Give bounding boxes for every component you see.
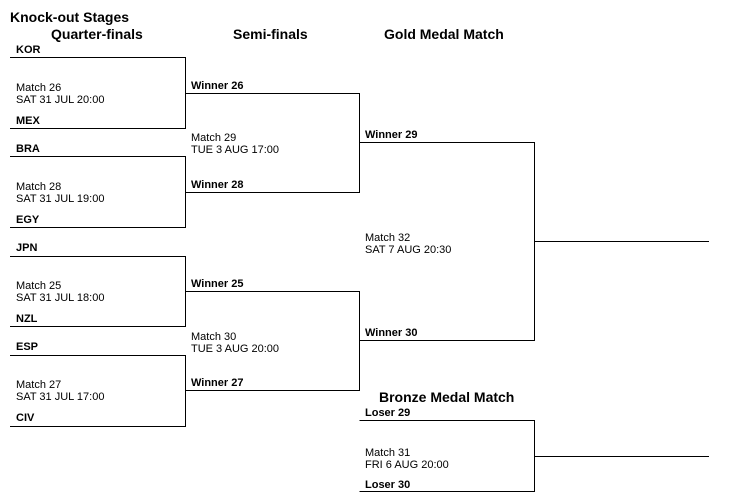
team-mex: MEX bbox=[16, 115, 40, 127]
page-title: Knock-out Stages bbox=[10, 9, 130, 25]
team-civ: CIV bbox=[16, 412, 35, 424]
match-30-datetime: TUE 3 AUG 20:00 bbox=[191, 343, 280, 355]
match-30-number: Match 30 bbox=[191, 331, 237, 343]
team-jpn: JPN bbox=[16, 242, 38, 254]
slot-winner-27: Winner 27 bbox=[191, 377, 244, 389]
match-28-datetime: SAT 31 JUL 19:00 bbox=[16, 193, 105, 205]
team-esp: ESP bbox=[16, 341, 39, 353]
header-semi-finals: Semi-finals bbox=[233, 26, 308, 42]
match-29-datetime: TUE 3 AUG 17:00 bbox=[191, 144, 280, 156]
match-26-datetime: SAT 31 JUL 20:00 bbox=[16, 94, 105, 106]
slot-winner-28: Winner 28 bbox=[191, 179, 244, 191]
team-egy: EGY bbox=[16, 214, 40, 226]
match-31-datetime: FRI 6 AUG 20:00 bbox=[365, 459, 449, 471]
team-kor: KOR bbox=[16, 44, 41, 56]
slot-loser-30: Loser 30 bbox=[365, 479, 411, 491]
match-31-number: Match 31 bbox=[365, 447, 411, 459]
match-27-number: Match 27 bbox=[16, 379, 62, 391]
team-nzl: NZL bbox=[16, 313, 38, 325]
match-32-number: Match 32 bbox=[365, 232, 411, 244]
match-25-number: Match 25 bbox=[16, 280, 62, 292]
team-bra: BRA bbox=[16, 143, 40, 155]
header-gold-medal-match: Gold Medal Match bbox=[384, 26, 504, 42]
slot-winner-30: Winner 30 bbox=[365, 327, 418, 339]
match-32-datetime: SAT 7 AUG 20:30 bbox=[365, 244, 452, 256]
match-26-number: Match 26 bbox=[16, 82, 62, 94]
slot-winner-29: Winner 29 bbox=[365, 129, 418, 141]
match-25-datetime: SAT 31 JUL 18:00 bbox=[16, 292, 105, 304]
match-29-number: Match 29 bbox=[191, 132, 237, 144]
header-quarter-finals: Quarter-finals bbox=[51, 26, 143, 42]
match-28-number: Match 28 bbox=[16, 181, 62, 193]
slot-winner-26: Winner 26 bbox=[191, 80, 244, 92]
match-27-datetime: SAT 31 JUL 17:00 bbox=[16, 391, 105, 403]
slot-loser-29: Loser 29 bbox=[365, 407, 411, 419]
header-bronze-medal-match: Bronze Medal Match bbox=[379, 389, 515, 405]
slot-winner-25: Winner 25 bbox=[191, 278, 244, 290]
